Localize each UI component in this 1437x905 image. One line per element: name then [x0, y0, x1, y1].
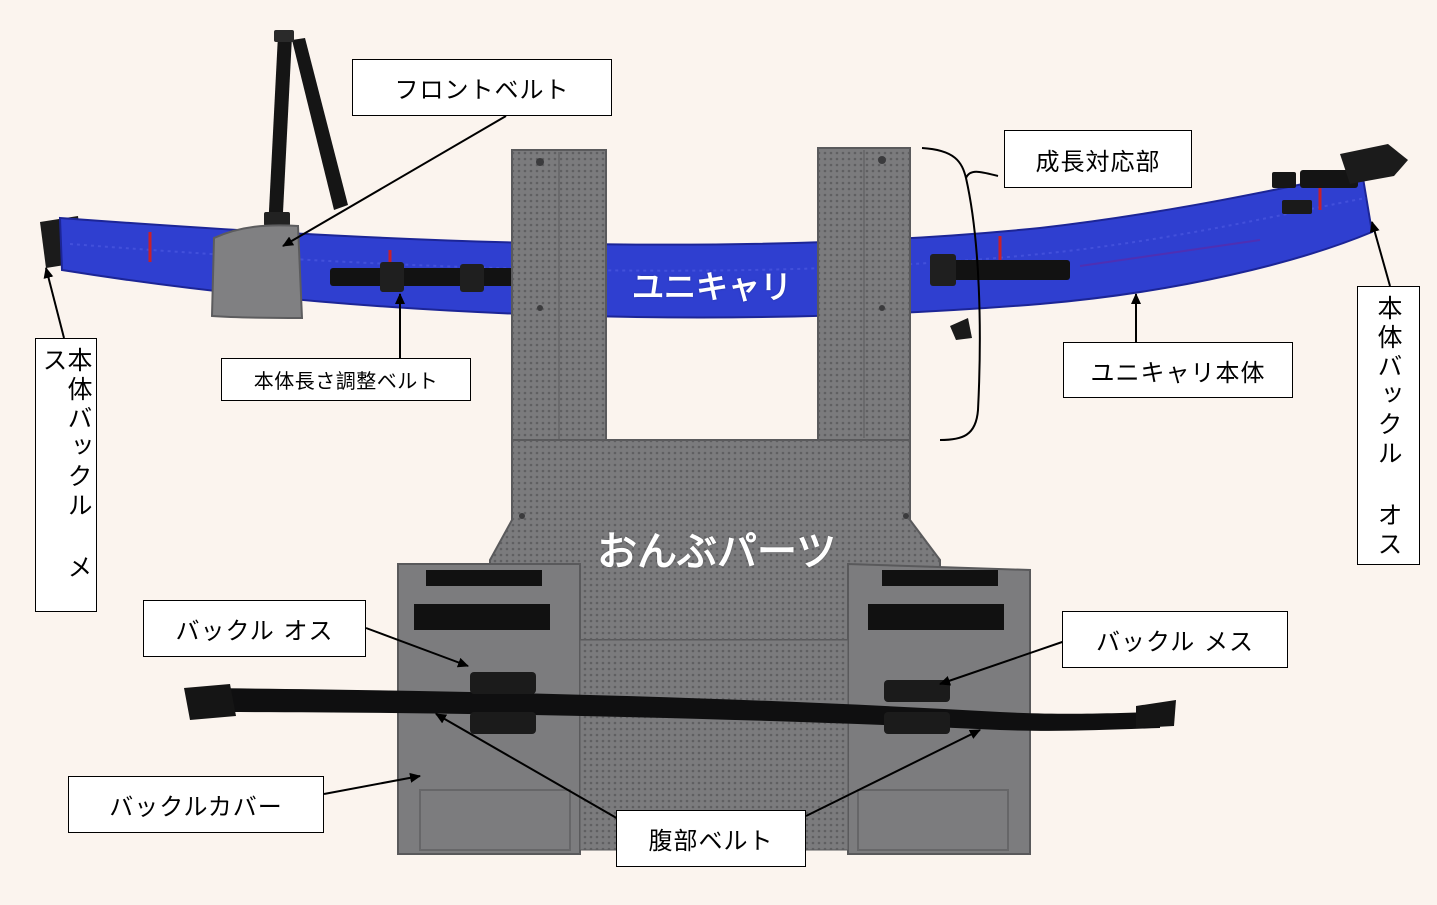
body-buckle-male-part	[1272, 144, 1408, 214]
label-buckle-male: バックル オス	[143, 600, 366, 657]
label-body-buckle-female: 本体バックル メス	[35, 338, 97, 612]
front-belt-cover	[210, 224, 304, 320]
label-growth-section: 成長対応部	[1004, 130, 1192, 188]
leader-arrows	[43, 115, 1391, 821]
label-buckle-female: バックル メス	[1062, 611, 1288, 668]
front-belt-strap	[264, 30, 348, 232]
label-body-length-belt: 本体長さ調整ベルト	[221, 358, 471, 401]
abdominal-belt-strap	[184, 672, 1176, 734]
label-buckle-cover: バックルカバー	[68, 776, 324, 833]
label-abdominal-belt: 腹部ベルト	[616, 810, 806, 867]
label-body-buckle-male: 本体バックル オス	[1357, 286, 1420, 565]
label-front-belt: フロントベルト	[352, 59, 612, 116]
growth-section-panels	[511, 147, 911, 443]
back-parts-overlay: おんぶパーツ	[597, 529, 837, 575]
belt-name-overlay: ユニキャリ	[632, 268, 793, 306]
label-unicarry-body: ユニキャリ本体	[1063, 342, 1293, 398]
growth-bracket	[921, 147, 999, 441]
body-length-belt-strap	[330, 254, 1070, 340]
